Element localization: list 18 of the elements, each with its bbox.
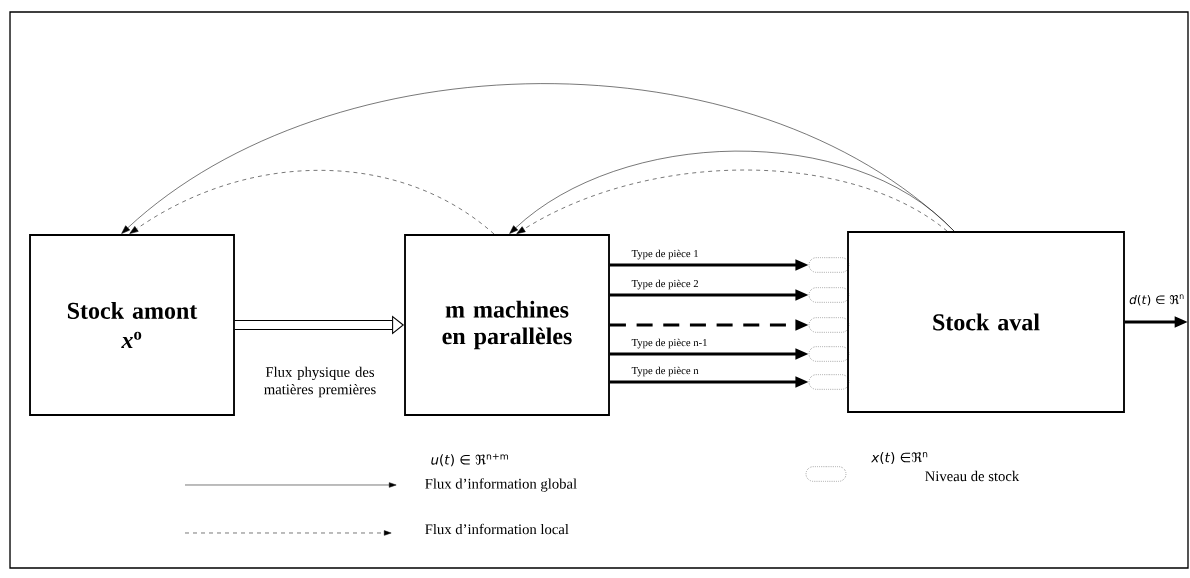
edge-label: Type de pièce 1 bbox=[631, 249, 698, 260]
legend-label: Flux d’information local bbox=[425, 523, 569, 535]
feedback-arrow bbox=[129, 170, 495, 235]
edge-label: Type de pièce n-1 bbox=[631, 338, 707, 349]
edge-label: d(t) ∈ ℜ$^{n}$ bbox=[1129, 294, 1184, 306]
feedback-arrow bbox=[516, 169, 948, 234]
edge-label: Type de pièce n bbox=[631, 366, 699, 377]
edge-label: Flux physique des matières premières bbox=[264, 366, 376, 398]
block-box: Stock amont x$^{o}$ bbox=[29, 234, 235, 416]
feedback-arrow bbox=[121, 83, 955, 234]
block-box: m machines en parallèles bbox=[404, 234, 610, 416]
state-label: x(t) ∈ℜ$^{n}$ bbox=[871, 452, 928, 464]
feedback-arrow bbox=[509, 150, 955, 234]
block-box: Stock aval bbox=[847, 231, 1125, 413]
state-label: u(t) ∈ ℜ$^{n+m}$ bbox=[431, 453, 508, 467]
legend-label: Flux d’information global bbox=[425, 478, 577, 492]
edge-label: Type de pièce 2 bbox=[631, 279, 699, 290]
legend-label: Niveau de stock bbox=[925, 470, 1020, 482]
